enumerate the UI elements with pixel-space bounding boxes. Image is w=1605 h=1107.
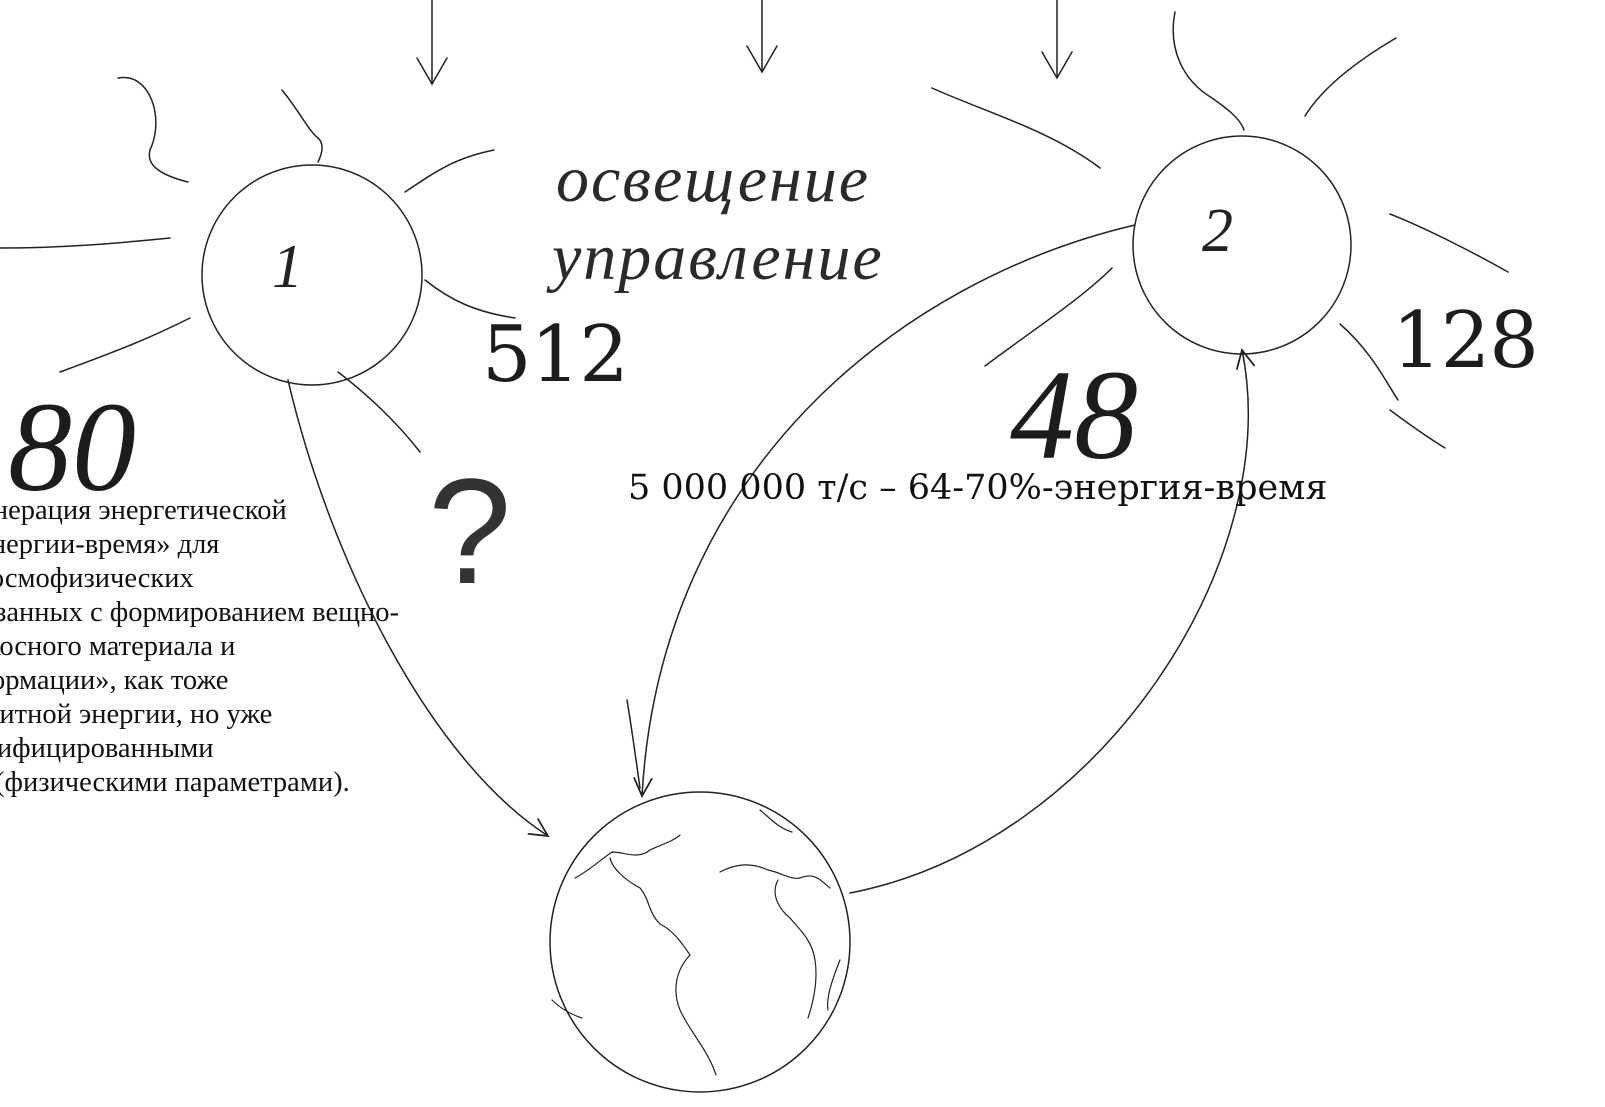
description-text: регенерация энергетической и «энергии-вр… (0, 494, 662, 800)
description-line: ами (физическими параметрами). (0, 767, 350, 798)
description-line: регенерация энергетической (0, 495, 287, 526)
value-48: 48 (1010, 344, 1138, 486)
description-line: магнитной энергии, но уже (0, 699, 273, 730)
description-line: , связанных с формированием вещно- (0, 597, 400, 628)
value-512: 512 (482, 310, 629, 400)
question-mark: ? (428, 447, 512, 615)
incoming-arrow-icon (416, 0, 1073, 86)
sun-1-icon (0, 76, 516, 453)
earth-globe-icon (549, 791, 851, 1093)
value-128: 128 (1392, 296, 1539, 386)
value-80: 80 (8, 376, 136, 518)
caption-lighting: освещение (556, 143, 871, 216)
description-line: и «энергии-время» для (0, 529, 220, 560)
arrow-sun2-to-earth (633, 224, 1136, 798)
earth-ray-left (626, 699, 641, 789)
arrow-sun1-to-earth (287, 379, 550, 838)
description-line: дентифицированными (0, 733, 214, 764)
arrow-earth-to-sun2 (849, 348, 1256, 894)
caption-control: управление (552, 221, 884, 294)
energy-rate-label: 5 000 000 т/с – 64-70%-энергия-время (628, 468, 1328, 508)
description-line: ия космофизических (0, 563, 194, 594)
description-line: информации», как тоже (0, 665, 229, 696)
sun-1-number: 1 (272, 233, 303, 301)
sun-2-number: 2 (1202, 197, 1233, 265)
description-line: его косного материала и (0, 631, 236, 662)
